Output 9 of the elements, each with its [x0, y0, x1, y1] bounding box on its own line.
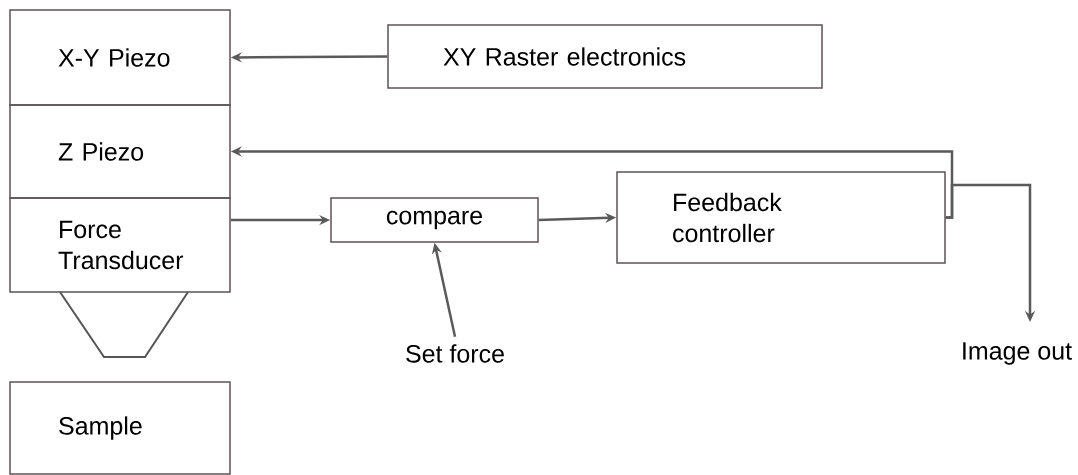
process-box: Sample [9, 381, 231, 475]
process-box: Z Piezo [9, 104, 231, 199]
signal-label: Set force [406, 344, 504, 363]
process-box: Force Transducer [9, 197, 231, 293]
process-box: compare [330, 197, 539, 243]
process-box: XY Raster electronics [387, 24, 823, 89]
process-box: Feedback controller [616, 171, 946, 264]
process-box: X-Y Piezo [9, 9, 231, 106]
signal-label: Image out [963, 342, 1072, 365]
